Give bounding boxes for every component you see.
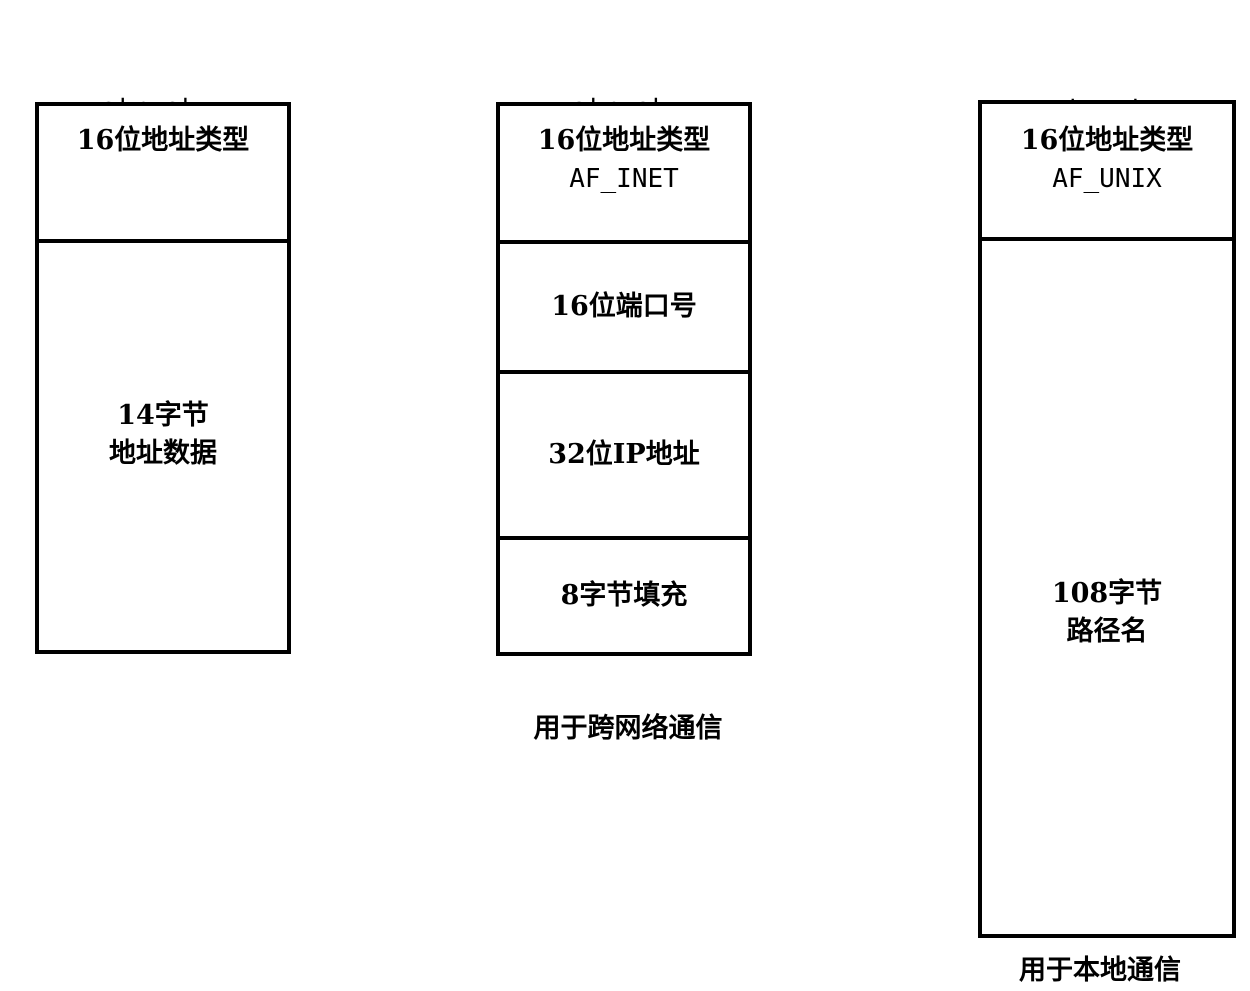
sockaddr-un-caption: 用于本地通信 — [1019, 955, 1181, 986]
sockaddr-un-family-field: 16位地址类型 AF_UNIX — [982, 104, 1232, 237]
sockaddr-un-path-size: 108字节 — [1051, 578, 1163, 609]
sockaddr-in-addr-field: 32位IP地址 — [500, 370, 748, 536]
sockaddr-in-zero-field: 8字节填充 — [500, 536, 748, 652]
sockaddr-un-family-label: 16位地址类型 — [1020, 125, 1194, 156]
sockaddr-in-family-field: 16位地址类型 AF_INET — [500, 106, 748, 240]
sockaddr-un-box: 16位地址类型 AF_UNIX 108字节 路径名 — [978, 100, 1236, 938]
sockaddr-in-caption: 用于跨网络通信 — [533, 713, 723, 744]
sockaddr-family-label: 16位地址类型 — [76, 125, 250, 156]
sockaddr-data-field: 14字节 地址数据 — [39, 239, 287, 650]
sockaddr-box: 16位地址类型 14字节 地址数据 — [35, 102, 291, 654]
sockaddr-in-family-label: 16位地址类型 — [537, 125, 711, 156]
sockaddr-un-path-label: 路径名 — [1066, 616, 1148, 647]
sockaddr-in-port-field: 16位端口号 — [500, 240, 748, 370]
sockaddr-un-path-field: 108字节 路径名 — [982, 237, 1232, 934]
sockaddr-family-field: 16位地址类型 — [39, 106, 287, 239]
sockaddr-in-family-value: AF_INET — [569, 164, 679, 194]
sockaddr-in-box: 16位地址类型 AF_INET 16位端口号 32位IP地址 8字节填充 — [496, 102, 752, 656]
sockaddr-in-port-label: 16位端口号 — [551, 291, 697, 322]
sockaddr-data-size: 14字节 — [117, 400, 209, 431]
sockaddr-un-family-value: AF_UNIX — [1052, 164, 1162, 194]
sockaddr-in-addr-label: 32位IP地址 — [548, 439, 700, 470]
sockaddr-data-label: 地址数据 — [109, 438, 217, 469]
sockaddr-in-zero-label: 8字节填充 — [560, 580, 688, 611]
